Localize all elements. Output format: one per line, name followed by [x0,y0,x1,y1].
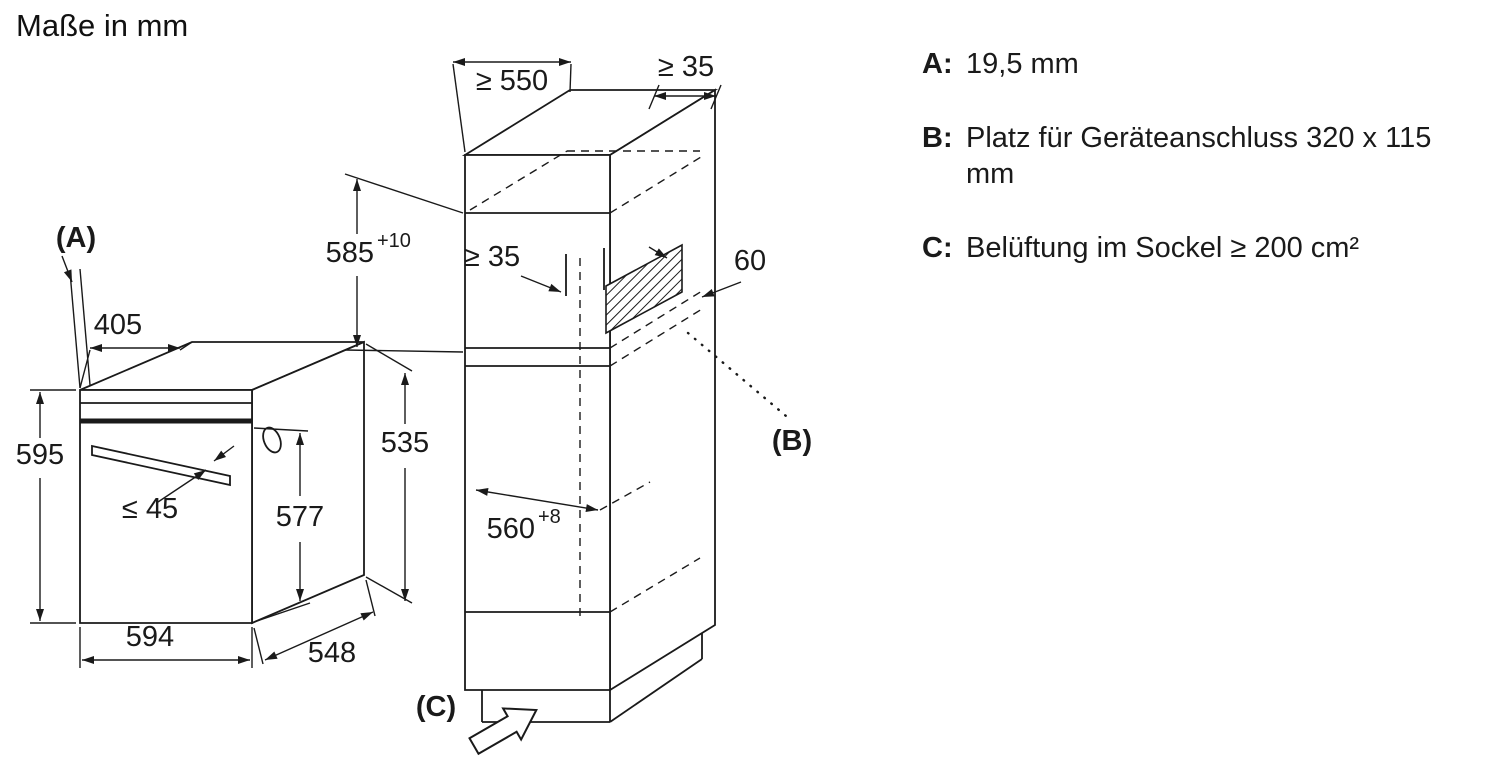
dim-577-label: 577 [276,501,324,533]
legend-item-c: C: Belüftung im Sockel ≥ 200 cm² [922,230,1458,266]
legend-text-b: Platz für Geräteanschluss 320 x 115 mm [966,122,1432,190]
dim-560-tolerance: +8 [538,506,561,528]
marker-c-label: (C) [416,691,456,723]
dim-585-tolerance: +10 [377,230,411,252]
cabinet-drawing [461,88,719,723]
legend-key-c: C: [922,232,953,264]
dim-handle-label: ≤ 45 [122,493,178,525]
legend-text-c: Belüftung im Sockel ≥ 200 cm² [966,232,1360,264]
oven-front-face [79,389,253,624]
dim-594-label: 594 [126,621,174,653]
connection-space-hatch [605,243,683,335]
cabinet-dimensions: ≥ 550 ≥ 35 585 +10 ≥ 35 60 560 [326,51,812,756]
dim-60-label: 60 [734,245,766,277]
legend-item-b: B: Platz für Geräteanschluss 320 x 115 m… [922,120,1458,192]
dim-550-label: ≥ 550 [476,65,548,97]
cabinet-front-face [464,154,611,691]
oven-dimensions: (A) 405 595 ≤ 45 577 [16,222,429,669]
marker-a-label: (A) [56,222,96,254]
page-title: Maße in mm [16,8,189,43]
dim-35-top-label: ≥ 35 [658,51,714,83]
dim-35-inner-label: ≥ 35 [464,241,520,273]
ventilation-arrow-icon [468,707,538,756]
legend-text-a: 19,5 mm [966,48,1079,80]
dim-595-label: 595 [16,439,64,471]
legend-key-b: B: [922,122,953,154]
oven-drawing [79,340,365,625]
dim-535-label: 535 [381,427,429,459]
connection-leader-dotted [686,331,788,418]
door-latch [262,426,282,454]
dim-585-label: 585 [326,237,374,269]
oven-side-face [251,340,365,625]
dim-405-label: 405 [94,309,142,341]
legend: A: 19,5 mm B: Platz für Geräteanschluss … [922,46,1458,304]
legend-key-a: A: [922,48,953,80]
dim-560-label: 560 [487,513,535,545]
legend-item-a: A: 19,5 mm [922,46,1458,82]
dim-548-label: 548 [308,637,356,669]
marker-b-label: (B) [772,425,812,457]
